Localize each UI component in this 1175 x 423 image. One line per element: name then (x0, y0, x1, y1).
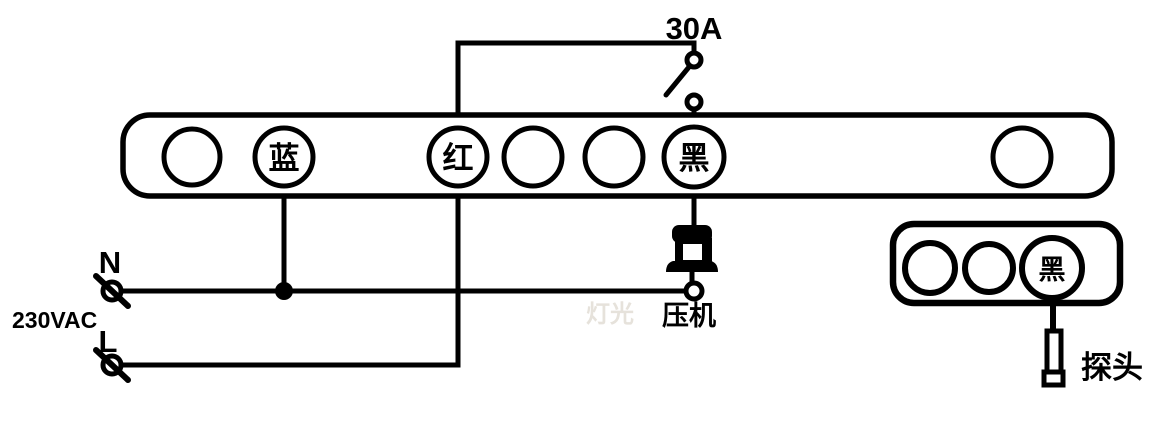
probe-icon (1041, 328, 1066, 388)
terminal-5 (582, 125, 646, 189)
breaker-blade (663, 64, 692, 98)
main-strip-terminals: 蓝 红 黑 (161, 124, 1054, 190)
terminal-blue (252, 125, 316, 189)
watermark-text: 灯光 (586, 301, 634, 328)
compressor-label: 压机 (662, 301, 716, 331)
sensor-terminal-2 (962, 241, 1016, 295)
compressor-terminal-circle (683, 280, 705, 302)
probe-tip (1041, 369, 1066, 388)
terminal-1 (161, 126, 223, 188)
terminal-black-label: 黑 (679, 141, 710, 176)
terminal-black (661, 124, 727, 190)
terminal-red-label: 红 (443, 141, 474, 176)
terminal-7 (990, 125, 1054, 189)
terminal-4 (501, 125, 565, 189)
compressor-icon (666, 225, 718, 302)
breaker-label: 30A (666, 11, 723, 46)
terminal-blue-label: 蓝 (269, 141, 300, 176)
neutral-terminal-icon (93, 273, 131, 309)
breaker-bottom-contact (684, 92, 704, 112)
wire-red-to-breaker (455, 40, 697, 130)
sensor-strip-terminals: 黑 (902, 235, 1085, 301)
breaker-top-contact (684, 50, 704, 70)
voltage-label: 230VAC (12, 307, 97, 333)
line-label: L (99, 324, 118, 359)
probe-body (1044, 328, 1064, 377)
sensor-black-label: 黑 (1039, 255, 1066, 285)
wire-line-to-red (120, 184, 461, 368)
sensor-terminal-1 (902, 240, 958, 296)
terminal-red (426, 125, 490, 189)
neutral-label: N (99, 245, 121, 280)
probe-label: 探头 (1081, 350, 1143, 385)
line-terminal-icon (93, 347, 131, 383)
